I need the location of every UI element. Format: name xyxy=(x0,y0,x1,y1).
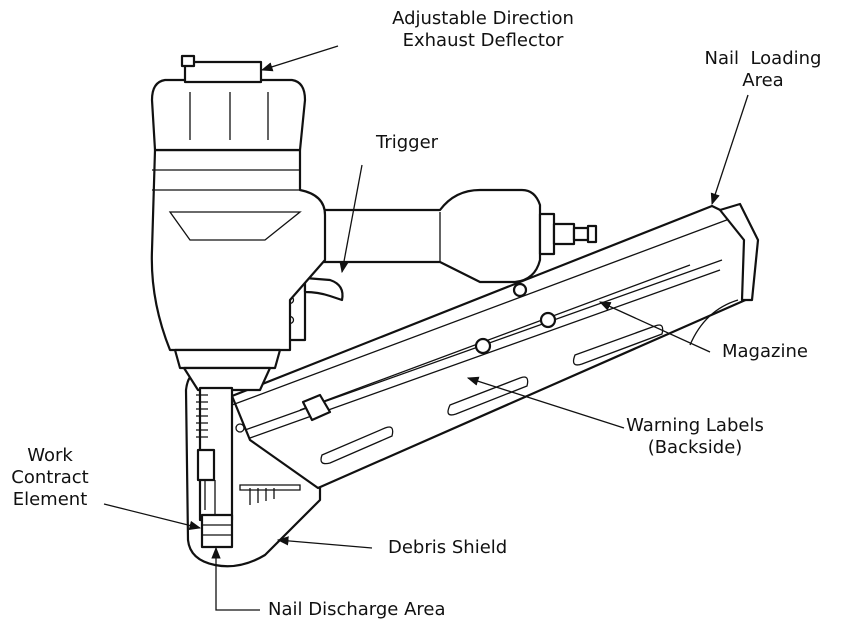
nail-loading-line2: Area xyxy=(742,70,784,91)
exhaust-cap xyxy=(150,78,307,152)
nail-loading-area-label: Nail Loading Area xyxy=(678,48,845,92)
exhaust-deflector-label: Adjustable Direction Exhaust Deflector xyxy=(368,8,598,52)
work-contact xyxy=(200,513,234,549)
magazine-label: Magazine xyxy=(722,341,808,362)
work-contract-element-label: Work Contract Element xyxy=(0,445,100,511)
trigger-part xyxy=(303,276,344,302)
debris-shield-label: Debris Shield xyxy=(388,537,508,558)
exhaust-label-line1: Adjustable Direction xyxy=(392,8,574,29)
warning-label-line1: Warning Labels xyxy=(626,415,764,436)
exhaust-label-line2: Exhaust Deflector xyxy=(402,30,564,51)
cylinder-body xyxy=(150,148,327,352)
handle xyxy=(303,188,542,284)
work-label-line3: Element xyxy=(12,489,88,510)
trigger-label: Trigger xyxy=(376,132,439,153)
nail-discharge-area-label: Nail Discharge Area xyxy=(268,599,446,620)
warning-labels-label: Warning Labels (Backside) xyxy=(620,415,770,459)
work-label-line1: Work xyxy=(27,445,73,466)
nail-loading-line1: Nail Loading xyxy=(704,48,822,69)
work-label-line2: Contract xyxy=(11,467,89,488)
warning-label-line2: (Backside) xyxy=(647,437,743,458)
